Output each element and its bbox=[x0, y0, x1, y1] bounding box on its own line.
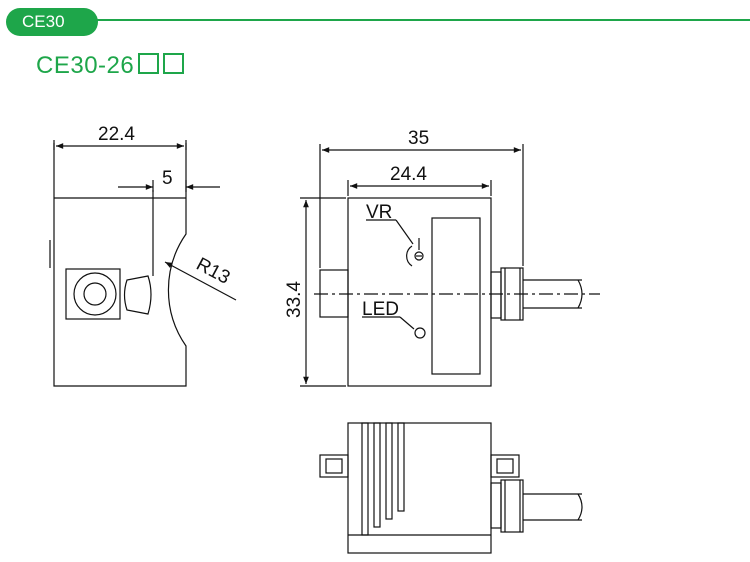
radius-leader bbox=[164, 261, 237, 301]
model-title: CE30-26 bbox=[36, 52, 185, 80]
bottom-view bbox=[319, 422, 583, 554]
header-rule bbox=[90, 19, 750, 21]
dim-22-4 bbox=[53, 140, 187, 150]
dim-22-4-label: 22.4 bbox=[98, 124, 135, 145]
dim-24-4-label: 24.4 bbox=[390, 164, 427, 185]
dim-33-4-label: 33.4 bbox=[284, 281, 305, 318]
header-tab-label: CE30 bbox=[22, 12, 65, 31]
model-prefix: CE30-26 bbox=[36, 52, 135, 79]
left-view bbox=[49, 143, 187, 387]
dim-5-label: 5 bbox=[162, 168, 173, 189]
dim-24-4 bbox=[347, 180, 492, 196]
header-tab: CE30 bbox=[6, 8, 98, 36]
dim-35 bbox=[319, 144, 524, 268]
dim-5 bbox=[118, 180, 220, 192]
model-code-box-2 bbox=[163, 53, 185, 74]
model-code-box-1 bbox=[138, 53, 160, 74]
side-view bbox=[314, 197, 600, 387]
dim-33-4 bbox=[300, 197, 346, 387]
dim-radius-label: R13 bbox=[193, 254, 234, 289]
dim-35-label: 35 bbox=[408, 128, 429, 149]
vr-label: VR bbox=[366, 202, 392, 223]
led-label: LED bbox=[362, 299, 399, 320]
